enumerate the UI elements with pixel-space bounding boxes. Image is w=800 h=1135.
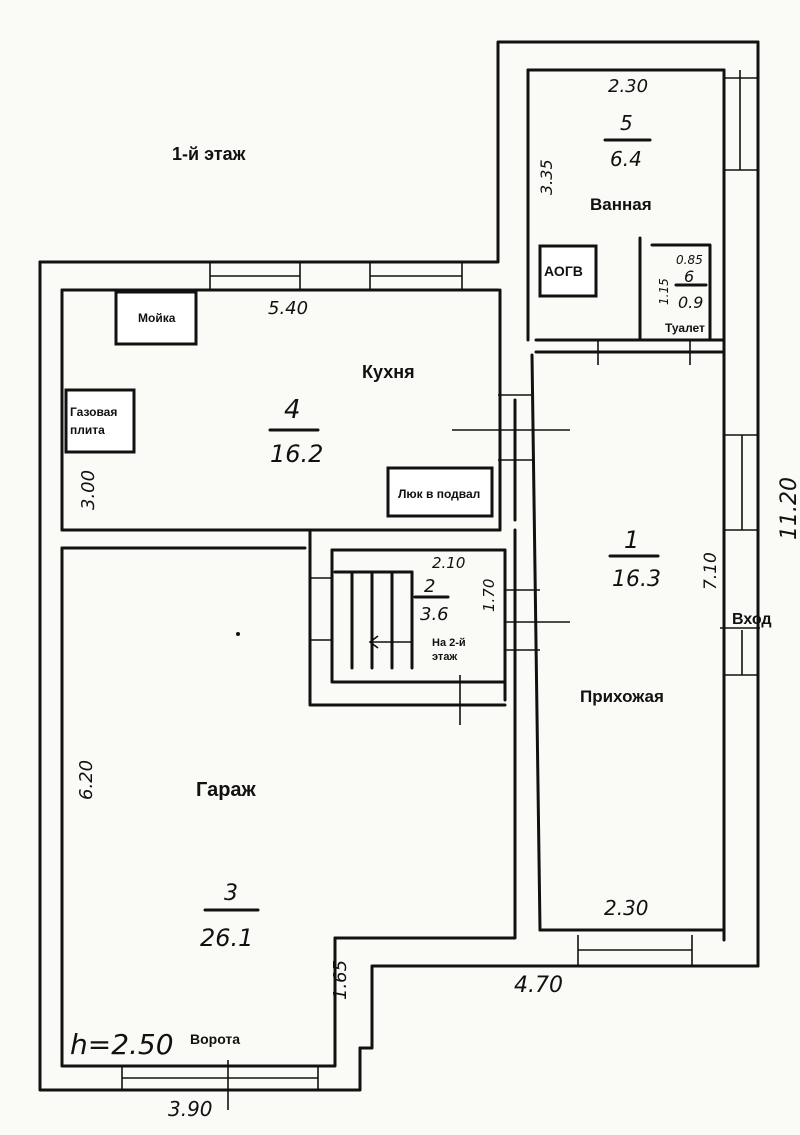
kitchen-name: Кухня <box>362 362 415 382</box>
stairs-number: 2 <box>424 576 435 597</box>
garage-area: 26.1 <box>200 924 253 952</box>
bathroom-number: 5 <box>620 111 633 135</box>
boiler-label: АОГВ <box>544 263 583 279</box>
toilet-number: 6 <box>684 267 694 286</box>
gas-stove-box <box>64 388 136 454</box>
windows <box>121 70 760 1110</box>
entrance-label: Вход <box>732 611 772 628</box>
hallway-dim-height: 7.10 <box>701 552 721 590</box>
toilet-dim-height: 1.15 <box>657 278 671 305</box>
floor-title: 1-й этаж <box>172 144 246 164</box>
outer-walls <box>38 40 760 1092</box>
boiler-box <box>538 244 598 298</box>
garage-name: Гараж <box>196 779 257 801</box>
ceiling-height: h=2.50 <box>70 1028 174 1061</box>
garage-dim-height: 6.20 <box>76 760 97 800</box>
bathroom-dim-width: 2.30 <box>608 76 648 97</box>
gate-label: Ворота <box>190 1031 240 1047</box>
bathroom-name: Ванная <box>590 195 652 214</box>
kitchen-dim-width: 5.40 <box>268 298 308 319</box>
stairs-area: 3.6 <box>420 604 449 625</box>
dot-mark <box>236 632 240 636</box>
cellar-hatch-box <box>386 466 494 518</box>
kitchen-area: 16.2 <box>270 440 323 468</box>
hallway-area: 16.3 <box>612 567 661 592</box>
bathroom-area: 6.4 <box>610 147 642 171</box>
interior-walls <box>60 236 726 932</box>
toilet-area: 0.9 <box>678 293 703 312</box>
total-length-dim: 11.20 <box>777 477 800 540</box>
toilet-name: Туалет <box>665 321 705 335</box>
hallway-name: Прихожая <box>580 687 664 706</box>
toilet-dim-width: 0.85 <box>676 253 703 267</box>
sink-box <box>114 290 198 346</box>
garage-number: 3 <box>224 881 238 906</box>
outer-dim-bottom: 4.70 <box>514 973 563 998</box>
stairs-dim-height: 1.70 <box>480 579 498 612</box>
bathroom-dim-height: 3.35 <box>537 159 556 195</box>
hallway-dim-width: 2.30 <box>604 896 649 920</box>
stairs-dim-width: 2.10 <box>432 554 465 572</box>
sink-label: Мойка <box>138 311 176 325</box>
staircase <box>310 570 414 670</box>
cellar-hatch-label: Люк в подвал <box>398 487 480 501</box>
kitchen-number: 4 <box>284 395 301 425</box>
hallway-number: 1 <box>624 526 639 554</box>
garage-dim-width: 3.90 <box>168 1097 213 1121</box>
garage-dim-step: 1.65 <box>330 960 351 1000</box>
kitchen-dim-height: 3.00 <box>78 470 99 510</box>
